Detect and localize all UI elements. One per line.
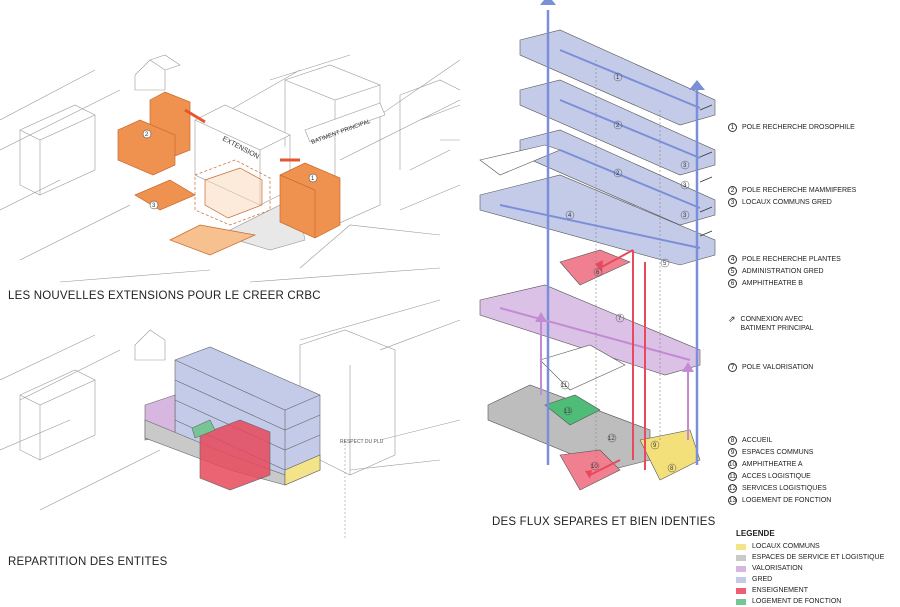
svg-text:1: 1 [311,176,315,182]
floor-numbers: 1 2 2 3 4 5 6 7 8 9 10 11 12 13 3 3 [560,72,690,473]
legend-title: LEGENDE [736,529,775,538]
repartition-axonometric [0,299,461,540]
legend-swatch [736,554,746,561]
flow-lines [499,0,713,479]
legend: LEGENDE LOCAUX COMMUNS ESPACES DE SERVIC… [736,529,884,607]
orange-numbers: 1 2 3 [142,129,318,210]
legend-item: VALORISATION [736,563,884,574]
legend-swatch [736,576,746,583]
svg-text:13: 13 [564,409,571,415]
legend-swatch [736,598,746,605]
caption-flux: DES FLUX SEPARES ET BIEN IDENTIES [492,516,716,528]
caption-extensions: LES NOUVELLES EXTENSIONS POUR LE CREER C… [8,290,321,302]
svg-text:2: 2 [145,132,149,138]
svg-text:9: 9 [653,443,657,449]
plu-note: RESPECT DU PLU [340,439,384,445]
svg-text:7: 7 [618,316,622,322]
svg-text:1: 1 [616,75,620,81]
svg-text:8: 8 [670,466,674,472]
legend-item: ENSEIGNEMENT [736,585,884,596]
svg-text:5: 5 [663,261,667,267]
legend-swatch [736,587,746,594]
svg-text:2: 2 [616,123,620,129]
svg-text:3: 3 [152,203,156,209]
caption-repartition: REPARTITION DES ENTITES [8,556,168,568]
svg-text:10: 10 [591,464,598,470]
svg-text:12: 12 [608,436,615,442]
legend-item: LOCAUX COMMUNS [736,541,884,552]
legend-swatch [736,565,746,572]
legend-item: GRED [736,574,884,585]
svg-text:3: 3 [683,213,687,219]
legend-item: ESPACES DE SERVICE ET LOGISTIQUE [736,552,884,563]
svg-text:4: 4 [568,213,572,219]
repartition-volumes [144,346,321,491]
legend-item: LOGEMENT DE FONCTION [736,596,884,607]
svg-text:11: 11 [561,383,568,389]
extensions-axonometric [0,54,461,283]
svg-text:6: 6 [596,270,600,276]
legend-swatch [736,543,746,550]
svg-text:3: 3 [683,163,687,169]
svg-text:3: 3 [683,183,687,189]
orange-extensions [117,91,341,256]
connexion-arrow-icon: ⇗ [728,314,736,324]
svg-text:2: 2 [616,171,620,177]
